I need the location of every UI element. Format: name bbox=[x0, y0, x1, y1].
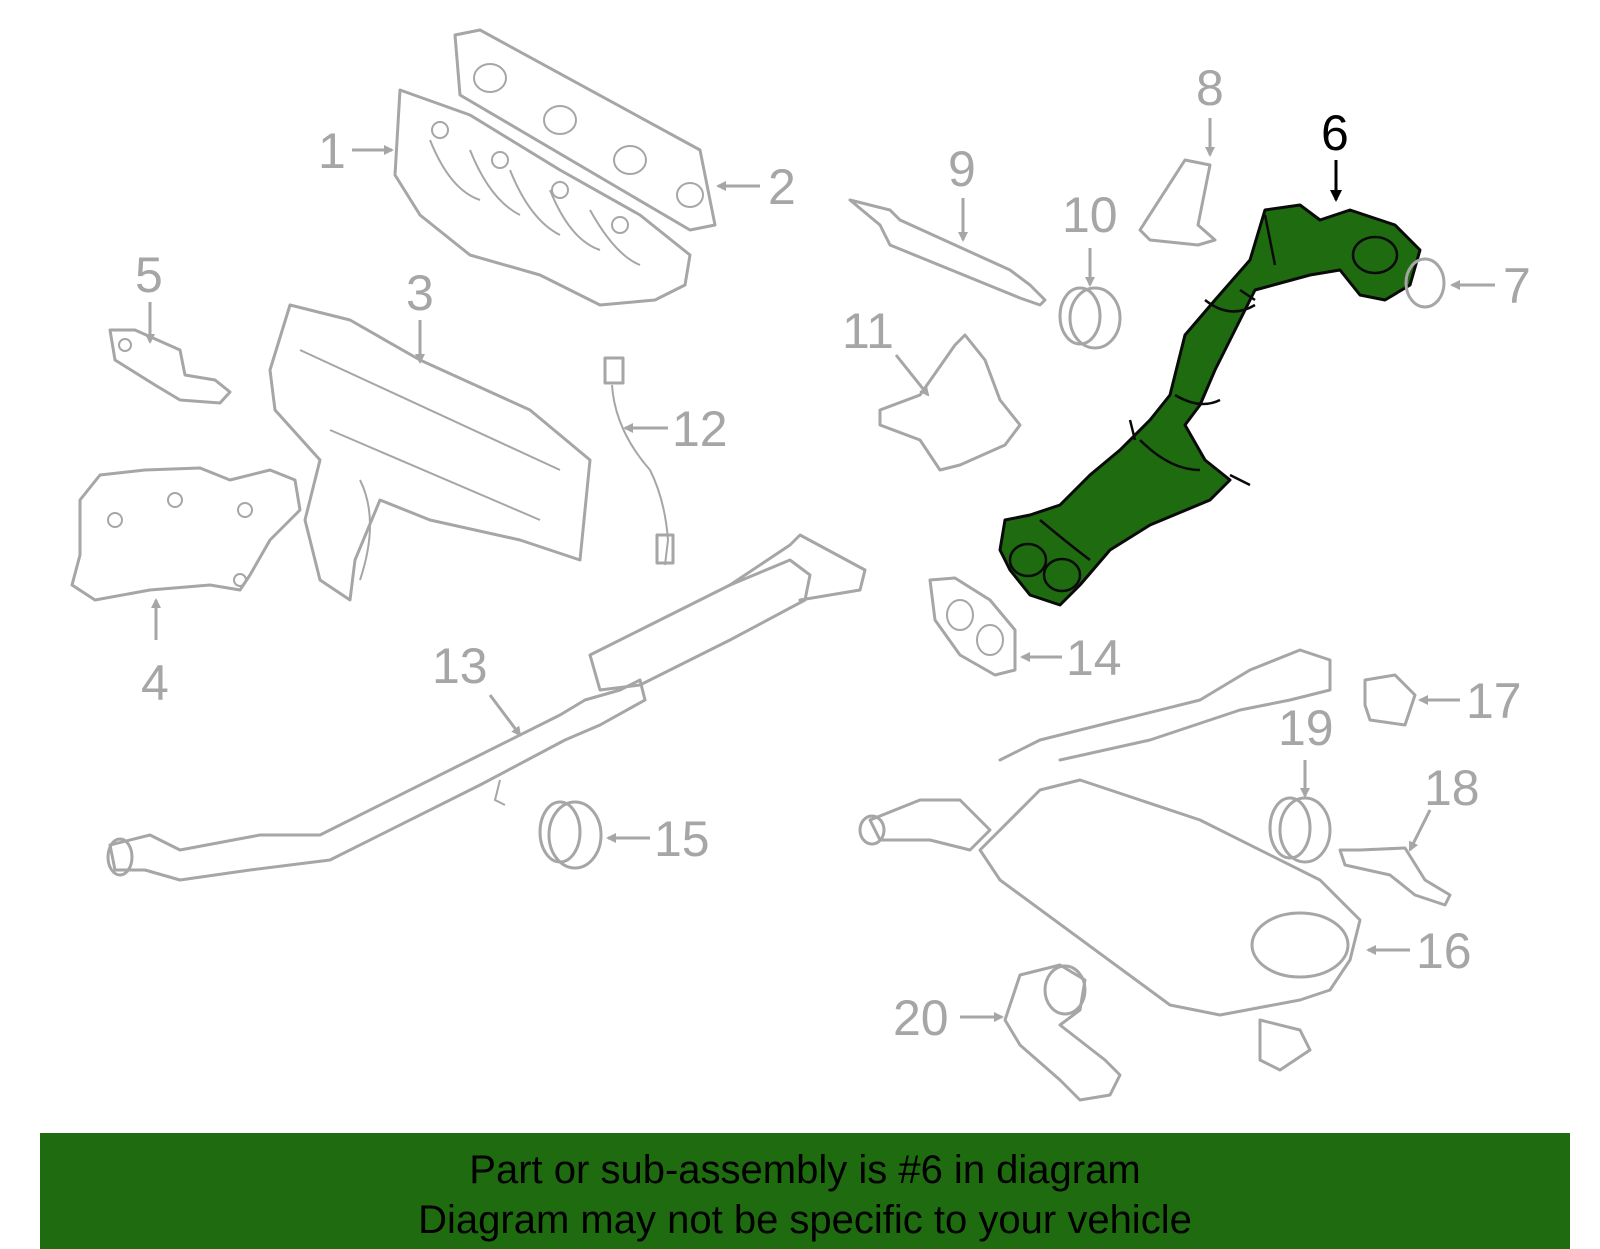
banner-line-2: Diagram may not be specific to your vehi… bbox=[418, 1198, 1192, 1242]
callout-18: 18 bbox=[1424, 760, 1480, 816]
callout-8: 8 bbox=[1196, 60, 1224, 116]
callout-19: 19 bbox=[1278, 700, 1334, 756]
callout-labels: 1 2 3 4 5 6 7 8 9 10 11 12 13 14 15 16 1… bbox=[135, 60, 1531, 1046]
leader-arrows bbox=[145, 118, 1495, 1022]
part-7-ring-gasket bbox=[1404, 257, 1446, 309]
part-19-isolator bbox=[1268, 796, 1332, 864]
info-banner: Part or sub-assembly is #6 in diagram Di… bbox=[40, 1133, 1570, 1249]
part-16-muffler bbox=[858, 648, 1362, 1072]
callout-16: 16 bbox=[1416, 923, 1472, 979]
part-6-catalytic-converter bbox=[998, 203, 1422, 607]
part-11-shield bbox=[878, 333, 1022, 472]
part-1-exhaust-manifold bbox=[393, 88, 692, 307]
callout-2: 2 bbox=[768, 159, 796, 215]
part-3-heat-shield bbox=[268, 303, 592, 602]
callout-11: 11 bbox=[842, 303, 894, 359]
part-4-lower-shield bbox=[70, 466, 302, 602]
part-17-hanger bbox=[1363, 673, 1417, 727]
callout-1: 1 bbox=[318, 123, 346, 179]
callout-13: 13 bbox=[432, 638, 488, 694]
callout-17: 17 bbox=[1466, 673, 1522, 729]
part-8-bracket bbox=[1138, 158, 1217, 247]
part-15-isolator bbox=[538, 800, 603, 870]
callout-4: 4 bbox=[141, 655, 169, 711]
part-12-o2-sensor bbox=[603, 356, 675, 566]
callout-20: 20 bbox=[893, 990, 949, 1046]
callout-14: 14 bbox=[1066, 630, 1122, 686]
exhaust-parts-diagram: 1 2 3 4 5 6 7 8 9 10 11 12 13 14 15 16 1… bbox=[70, 28, 1531, 1102]
part-18-bracket bbox=[1338, 846, 1452, 907]
part-13-front-pipe bbox=[106, 533, 867, 882]
callout-5: 5 bbox=[135, 247, 163, 303]
callout-9: 9 bbox=[948, 141, 976, 197]
part-10-isolator bbox=[1058, 286, 1122, 350]
part-5-bracket bbox=[108, 328, 232, 405]
callout-10: 10 bbox=[1062, 187, 1118, 243]
callout-7: 7 bbox=[1503, 258, 1531, 314]
callout-6: 6 bbox=[1321, 105, 1349, 161]
callout-15: 15 bbox=[654, 811, 710, 867]
part-20-tailpipe-tip bbox=[1003, 963, 1122, 1102]
callout-12: 12 bbox=[672, 401, 728, 457]
banner-line-1: Part or sub-assembly is #6 in diagram bbox=[469, 1148, 1141, 1192]
part-2-manifold-gasket bbox=[453, 28, 717, 232]
part-14-flange-gasket bbox=[928, 576, 1017, 677]
callout-3: 3 bbox=[406, 265, 434, 321]
part-9-rod bbox=[848, 198, 1047, 307]
